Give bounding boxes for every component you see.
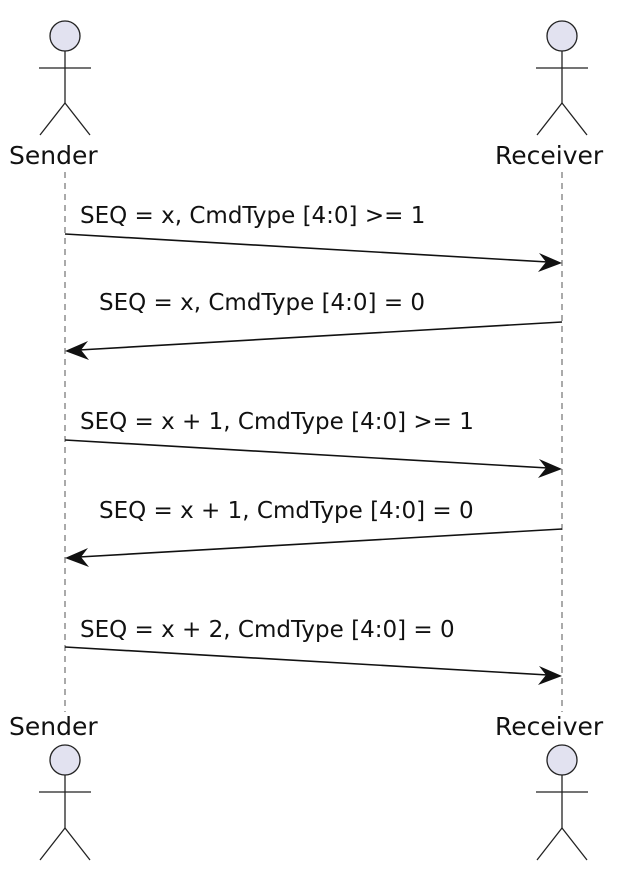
sender-bottom-head-icon bbox=[49, 744, 81, 776]
message-4-arrow bbox=[78, 528, 563, 558]
message-4: SEQ = x + 1, CmdType [4:0] = 0 bbox=[65, 498, 563, 567]
message-1-label: SEQ = x, CmdType [4:0] >= 1 bbox=[80, 203, 425, 229]
sender-top-label: Sender bbox=[9, 141, 98, 170]
receiver-actor-top: Receiver bbox=[495, 20, 604, 170]
receiver-top-label: Receiver bbox=[495, 141, 604, 170]
message-3-arrow bbox=[64, 439, 549, 469]
message-1: SEQ = x, CmdType [4:0] >= 1 bbox=[64, 203, 562, 272]
message-5-arrow bbox=[64, 646, 549, 676]
message-2-label: SEQ = x, CmdType [4:0] = 0 bbox=[99, 290, 425, 316]
message-2-arrowhead-icon bbox=[65, 341, 89, 360]
message-2-arrow bbox=[78, 321, 563, 351]
message-4-arrowhead-icon bbox=[65, 548, 89, 567]
sender-actor-bottom: Sender bbox=[9, 712, 98, 861]
message-5-arrowhead-icon bbox=[538, 666, 562, 685]
sender-bottom-label: Sender bbox=[9, 712, 98, 741]
message-5: SEQ = x + 2, CmdType [4:0] = 0 bbox=[64, 617, 562, 685]
message-1-arrowhead-icon bbox=[538, 253, 562, 272]
receiver-actor-bottom: Receiver bbox=[495, 712, 604, 861]
receiver-top-head-icon bbox=[546, 20, 578, 52]
message-1-arrow bbox=[64, 233, 549, 263]
message-4-label: SEQ = x + 1, CmdType [4:0] = 0 bbox=[99, 498, 474, 524]
message-5-label: SEQ = x + 2, CmdType [4:0] = 0 bbox=[80, 617, 455, 643]
sender-actor-top: Sender bbox=[9, 20, 98, 170]
message-3-arrowhead-icon bbox=[538, 459, 562, 478]
message-3-label: SEQ = x + 1, CmdType [4:0] >= 1 bbox=[80, 409, 474, 435]
sender-top-head-icon bbox=[49, 20, 81, 52]
message-3: SEQ = x + 1, CmdType [4:0] >= 1 bbox=[64, 409, 562, 478]
receiver-bottom-head-icon bbox=[546, 744, 578, 776]
message-2: SEQ = x, CmdType [4:0] = 0 bbox=[65, 290, 563, 360]
receiver-bottom-label: Receiver bbox=[495, 712, 604, 741]
